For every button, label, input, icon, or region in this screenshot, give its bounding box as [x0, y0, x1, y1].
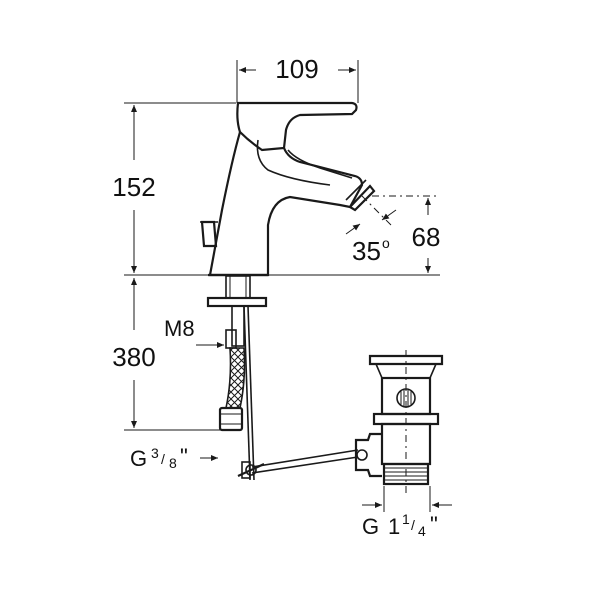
waste-thread-num: 1	[402, 511, 410, 527]
body-outline	[208, 131, 364, 277]
pop-up-rod	[243, 305, 251, 481]
hose-length-label: 380	[112, 342, 155, 372]
angle-unit: o	[382, 235, 390, 251]
dimension-waste-thread: G 1 1 / 4 "	[362, 486, 452, 539]
mounting-thread-label: M8	[164, 316, 195, 341]
dimension-hose-length: 380	[112, 278, 220, 431]
dimension-inlet-thread: G 3 / 8 "	[130, 444, 218, 471]
angle-label: 35	[352, 236, 381, 266]
inlet-thread-den: 8	[169, 455, 177, 471]
inlet-thread-num: 3	[151, 445, 159, 461]
dimension-height: 152	[112, 102, 236, 276]
faucet-body	[200, 101, 376, 277]
lever-handle	[236, 101, 358, 152]
dimension-mounting-thread: M8	[164, 316, 224, 348]
dimension-spout-height: 68	[372, 195, 441, 273]
waste-cap	[368, 354, 444, 366]
waste-valve	[354, 350, 444, 494]
pop-up-linkage	[237, 449, 359, 479]
width-label: 109	[275, 54, 318, 84]
waste-thread-whole: 1	[388, 514, 400, 539]
dimension-angle: 35 o	[345, 195, 397, 266]
spout-height-label: 68	[412, 222, 441, 252]
mounting-plate	[206, 296, 268, 308]
spout-aerator	[348, 184, 376, 212]
waste-thread-slash: /	[411, 517, 415, 533]
inlet-thread-suffix: "	[180, 444, 188, 469]
hose-nut	[218, 406, 244, 432]
pop-up-knob	[200, 220, 218, 248]
dimension-width: 109	[236, 54, 359, 103]
mounting-assembly	[206, 275, 268, 481]
height-label: 152	[112, 172, 155, 202]
inlet-thread-label: G	[130, 446, 147, 471]
waste-thread-suffix: "	[430, 512, 438, 537]
waste-thread-den: 4	[418, 523, 426, 539]
waste-thread-prefix: G	[362, 514, 379, 539]
waste-side-connector	[354, 432, 382, 478]
flexible-hose	[225, 347, 246, 409]
inlet-thread-slash: /	[161, 451, 165, 467]
body-highlight	[256, 139, 331, 186]
